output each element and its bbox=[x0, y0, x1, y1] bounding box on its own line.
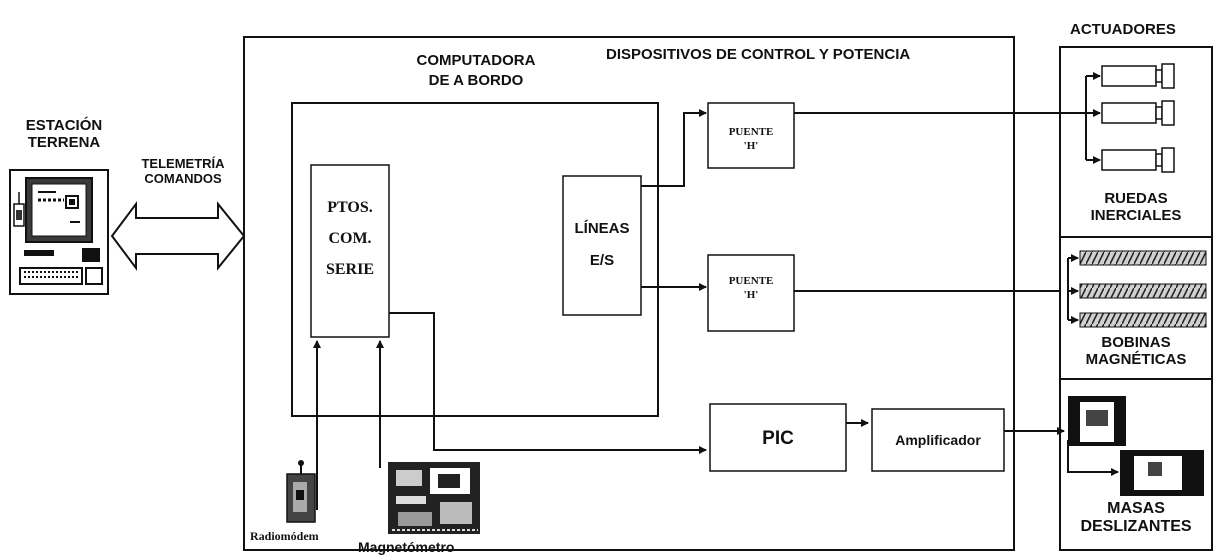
io-lines-label-line2: E/S bbox=[589, 251, 615, 269]
h-bridge-2-label-line2: 'H' bbox=[743, 289, 759, 302]
magnetometer-board-icon bbox=[388, 462, 480, 534]
h-bridge-1-box bbox=[707, 102, 795, 169]
h-bridge-1-label-line2: 'H' bbox=[743, 140, 759, 153]
h-bridge-2-label: PUENTE 'H' bbox=[708, 274, 794, 303]
pic-box bbox=[709, 403, 847, 472]
ground-station-label-line1: ESTACIÓN bbox=[25, 117, 103, 134]
connections bbox=[313, 72, 1119, 510]
telemetry-label: TELEMETRÍA bbox=[141, 156, 225, 171]
commands-label: COMANDOS bbox=[144, 170, 222, 186]
onboard-computer-box bbox=[291, 102, 659, 417]
onboard-computer-label-line2: DE A BORDO bbox=[428, 71, 524, 89]
magnetic-coil-icon bbox=[1079, 250, 1207, 328]
radiomodem-icon bbox=[286, 460, 316, 523]
amplifier-box bbox=[871, 408, 1005, 472]
sliding-masses-label-line2: DESLIZANTES bbox=[1080, 518, 1192, 536]
serial-ports-label: PTOS. COM. SERIE bbox=[311, 192, 389, 286]
h-bridge-1-label: PUENTE 'H' bbox=[708, 125, 794, 154]
io-lines-label: LÍNEAS E/S bbox=[563, 213, 641, 276]
onboard-computer-label-line1: COMPUTADORA bbox=[416, 52, 536, 69]
computer-terminal-icon bbox=[9, 169, 109, 295]
reaction-wheels-label: RUEDAS INERCIALES bbox=[1060, 190, 1212, 225]
magnetic-coils-label-line2: MAGNÉTICAS bbox=[1085, 351, 1187, 369]
reaction-wheels-label-line2: INERCIALES bbox=[1090, 207, 1182, 225]
ground-station-label-line2: TERRENA bbox=[27, 134, 101, 152]
telemetry-double-arrow bbox=[110, 201, 246, 271]
control-devices-title: DISPOSITIVOS DE CONTROL Y POTENCIA bbox=[606, 46, 911, 63]
h-bridge-2-label-line1: PUENTE bbox=[728, 275, 774, 287]
onboard-computer-label: COMPUTADORA DE A BORDO bbox=[396, 51, 556, 90]
masses-panel bbox=[1059, 378, 1213, 551]
h-bridge-1-label-line1: PUENTE bbox=[728, 126, 774, 138]
amplifier-label: Amplificador bbox=[895, 432, 981, 448]
sliding-masses-label-line1: MASAS bbox=[1107, 500, 1165, 517]
ground-station-label: ESTACIÓN TERRENA bbox=[4, 117, 124, 152]
magnetometer-label: Magnetómetro bbox=[358, 539, 455, 555]
control-devices-frame bbox=[243, 36, 1015, 551]
serial-ports-label-line1: PTOS. bbox=[327, 199, 373, 216]
pic-label: PIC bbox=[762, 428, 794, 449]
sliding-masses-label: MASAS DESLIZANTES bbox=[1060, 500, 1212, 537]
radiomodem-label: Radiomódem bbox=[250, 529, 319, 543]
io-lines-label-line1: LÍNEAS bbox=[574, 220, 630, 237]
link-label: TELEMETRÍA COMANDOS bbox=[118, 156, 248, 187]
serial-ports-label-line3: SERIE bbox=[325, 261, 375, 279]
h-bridge-2-box bbox=[707, 254, 795, 332]
magnetic-coils-label: BOBINAS MAGNÉTICAS bbox=[1060, 334, 1212, 369]
io-lines-box bbox=[562, 175, 642, 316]
sliding-mass-icon bbox=[1068, 396, 1204, 496]
reaction-wheels-label-line1: RUEDAS bbox=[1104, 190, 1168, 207]
magnetic-coils-label-line1: BOBINAS bbox=[1101, 334, 1171, 351]
serial-ports-box bbox=[310, 164, 390, 338]
serial-ports-label-line2: COM. bbox=[328, 230, 372, 248]
actuators-title: ACTUADORES bbox=[1070, 21, 1176, 38]
reaction-wheel-icon bbox=[1101, 63, 1175, 173]
